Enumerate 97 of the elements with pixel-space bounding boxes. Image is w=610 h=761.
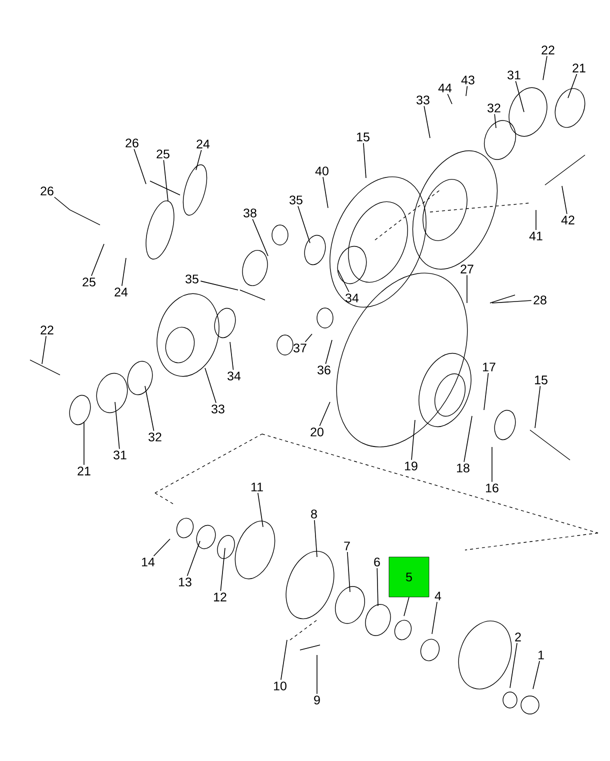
leader-line (304, 334, 312, 342)
leader-line (534, 386, 541, 428)
leader-line (196, 150, 202, 170)
callout-number: 33 (212, 404, 224, 414)
leader-line (515, 80, 524, 112)
callout-number: 38 (244, 208, 256, 218)
callout-number: 33 (416, 96, 430, 104)
callout-number: 17 (483, 362, 496, 372)
leader-line (258, 492, 264, 528)
callout-number: 32 (148, 432, 162, 442)
leader-line (338, 270, 350, 292)
callout-number: 19 (405, 462, 418, 470)
leader-line (252, 218, 268, 256)
callout-number: 15 (535, 376, 548, 384)
leader-line (542, 56, 548, 80)
leader-line (532, 660, 540, 690)
callout-number: 27 (460, 264, 474, 274)
leader-line (200, 280, 238, 290)
leader-line (163, 160, 168, 202)
callout-number: 1 (538, 650, 544, 660)
callout-number: 36 (318, 366, 330, 374)
callout-number: 13 (179, 578, 192, 586)
leader-line (492, 300, 532, 304)
callout-number: 12 (214, 592, 226, 602)
callout-number: 7 (344, 542, 350, 550)
callout-number: 31 (508, 70, 520, 80)
leader-line (186, 540, 200, 576)
callout-number: 20 (310, 428, 324, 436)
leader-line (204, 368, 216, 404)
callout-number: 16 (486, 484, 498, 492)
callout-number: 14 (142, 558, 155, 566)
leader-line (220, 548, 226, 592)
leader-line (432, 602, 438, 634)
callout-number: 41 (529, 232, 542, 240)
leader-line (404, 596, 410, 616)
callout-number: 9 (314, 696, 320, 704)
leader-line (363, 142, 366, 178)
callout-number: 35 (290, 196, 302, 204)
callout-number: 18 (457, 464, 470, 472)
callout-number: 10 (274, 682, 286, 690)
leader-line (314, 520, 318, 558)
callout-number: 22 (542, 46, 554, 54)
leader-line (230, 342, 234, 370)
leader-line (298, 206, 310, 244)
leader-line (562, 186, 568, 214)
leader-line (376, 568, 378, 606)
leader-line (316, 654, 318, 694)
leader-line (484, 372, 489, 410)
leader-line (466, 274, 468, 304)
callout-number: 11 (251, 482, 263, 492)
leader-line (122, 258, 126, 286)
leader-line (319, 402, 330, 426)
callout-number: 24 (114, 288, 128, 296)
callout-number: 40 (315, 166, 328, 176)
callout-number: 44 (438, 84, 452, 92)
leader-line (466, 86, 468, 96)
callout-number: 37 (294, 344, 306, 352)
callout-number: 21 (572, 64, 586, 72)
callout-number: 28 (534, 296, 546, 304)
leader-line (91, 244, 104, 276)
callout-number: 8 (311, 510, 317, 518)
callout-number: 31 (114, 450, 126, 460)
callout-number: 35 (186, 274, 198, 284)
leader-line (464, 416, 472, 462)
callout-number: 15 (357, 132, 370, 142)
highlighted-callout-box: 5 (388, 556, 430, 598)
leader-line (114, 402, 120, 450)
callout-number: 34 (228, 372, 241, 380)
callout-number: 21 (78, 466, 90, 476)
callout-number: 2 (515, 632, 521, 642)
callout-number: 26 (40, 186, 54, 196)
leader-line (325, 340, 332, 364)
callout-number: 42 (561, 216, 574, 224)
leader-line (134, 148, 146, 184)
leader-line (54, 196, 70, 210)
leader-line (153, 538, 170, 556)
leader-line (568, 74, 578, 98)
callout-number: 4 (434, 592, 442, 600)
callout-number: 25 (156, 150, 170, 158)
callout-number: 26 (126, 138, 138, 148)
leader-line (280, 640, 288, 680)
leader-line (322, 176, 328, 208)
callout-number: 32 (488, 104, 500, 112)
leader-line (144, 386, 154, 432)
callout-number: 22 (40, 326, 54, 334)
leader-line (424, 106, 430, 138)
callout-number: 25 (82, 278, 96, 286)
leader-line (411, 420, 416, 460)
leader-line (346, 552, 350, 592)
callout-number: 43 (461, 76, 474, 84)
callout-number: 34 (346, 294, 359, 302)
callout-number: 24 (196, 140, 210, 148)
leader-line (447, 94, 452, 104)
leader-line (510, 642, 518, 688)
leader-line (42, 336, 46, 364)
callout-number: 6 (374, 558, 380, 566)
leader-line (494, 114, 496, 128)
